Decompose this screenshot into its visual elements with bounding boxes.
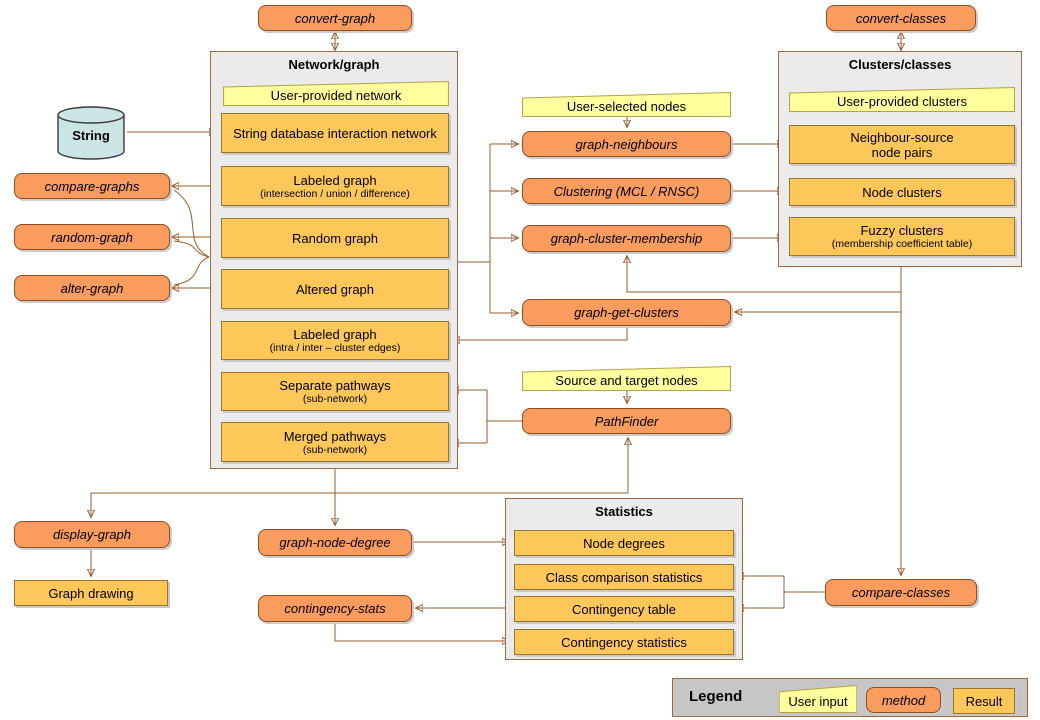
method-clustering: Clustering (MCL / RNSC) <box>522 178 731 204</box>
legend-method-sample: method <box>866 687 941 713</box>
result-node-clusters: Node clusters <box>789 178 1015 206</box>
curve-compare-graphs-junction <box>173 189 210 258</box>
edge-pathfinder-bracket <box>486 390 522 443</box>
edge-compare-classes-bracket <box>783 576 825 608</box>
container-network-graph: Network/graph User-provided network Stri… <box>210 51 458 469</box>
edges <box>91 32 901 641</box>
result-node-degrees: Node degrees <box>514 530 734 556</box>
result-string-network: String database interaction network <box>221 113 449 153</box>
curve-alter-graph-junction <box>173 256 210 286</box>
method-pathfinder: PathFinder <box>522 408 731 434</box>
method-graph-get-clusters: graph-get-clusters <box>522 299 731 326</box>
container-statistics: Statistics Node degrees Class comparison… <box>505 498 743 660</box>
user-input-shape <box>522 366 731 391</box>
result-neighbour-source-pairs: Neighbour-source node pairs <box>789 125 1015 164</box>
result-altered-graph: Altered graph <box>221 269 449 309</box>
result-labeled-graph-set: Labeled graph (intersection / union / di… <box>221 166 449 206</box>
method-contingency-stats: contingency-stats <box>258 595 412 622</box>
database-label: String <box>72 128 110 143</box>
user-input-shape <box>779 685 857 713</box>
result-class-comparison-statistics: Class comparison statistics <box>514 564 734 590</box>
legend-title: Legend <box>689 688 743 705</box>
result-separate-pathways: Separate pathways (sub-network) <box>221 372 449 411</box>
result-graph-drawing: Graph drawing <box>14 580 168 606</box>
edge-clusters-branch-membership <box>627 256 901 293</box>
container-network-title: Network/graph <box>288 57 380 72</box>
result-random-graph: Random graph <box>221 218 449 258</box>
method-alter-graph: alter-graph <box>14 275 170 301</box>
method-graph-neighbours: graph-neighbours <box>522 131 731 157</box>
legend-result-sample: Result <box>953 688 1015 714</box>
input-source-and-target-nodes: Source and target nodes <box>522 366 731 391</box>
result-fuzzy-clusters: Fuzzy clusters (membership coefficient t… <box>789 217 1015 256</box>
input-user-provided-network: User-provided network <box>223 81 449 106</box>
curve-random-graph-junction <box>173 240 210 258</box>
legend: Legend User input method Result <box>672 678 1028 717</box>
input-user-provided-clusters: User-provided clusters <box>789 87 1015 112</box>
container-statistics-title: Statistics <box>595 504 653 519</box>
method-display-graph: display-graph <box>14 521 170 548</box>
user-input-shape <box>223 81 449 106</box>
edge-contingency-stats-statistics <box>334 622 509 641</box>
container-clusters-title: Clusters/classes <box>848 57 952 72</box>
user-input-shape <box>789 87 1015 112</box>
result-labeled-graph-cluster: Labeled graph (intra / inter – cluster e… <box>221 321 449 360</box>
method-compare-classes: compare-classes <box>825 579 977 606</box>
string-database-cylinder: String <box>56 104 126 162</box>
container-clusters-classes: Clusters/classes User-provided clusters … <box>778 51 1022 267</box>
edge-get-clusters-labeled-cluster <box>453 327 628 340</box>
method-convert-graph: convert-graph <box>258 5 412 31</box>
user-input-shape <box>522 92 731 117</box>
legend-user-input-sample: User input <box>779 685 857 713</box>
result-merged-pathways: Merged pathways (sub-network) <box>221 422 449 462</box>
result-contingency-table: Contingency table <box>514 596 734 622</box>
method-graph-cluster-membership: graph-cluster-membership <box>522 225 731 252</box>
method-random-graph: random-graph <box>14 224 170 250</box>
result-contingency-statistics: Contingency statistics <box>514 629 734 655</box>
method-compare-graphs: compare-graphs <box>14 173 170 199</box>
database-icon <box>57 106 125 160</box>
input-user-selected-nodes: User-selected nodes <box>522 92 731 117</box>
method-convert-classes: convert-classes <box>826 5 976 31</box>
method-graph-node-degree: graph-node-degree <box>258 529 412 556</box>
